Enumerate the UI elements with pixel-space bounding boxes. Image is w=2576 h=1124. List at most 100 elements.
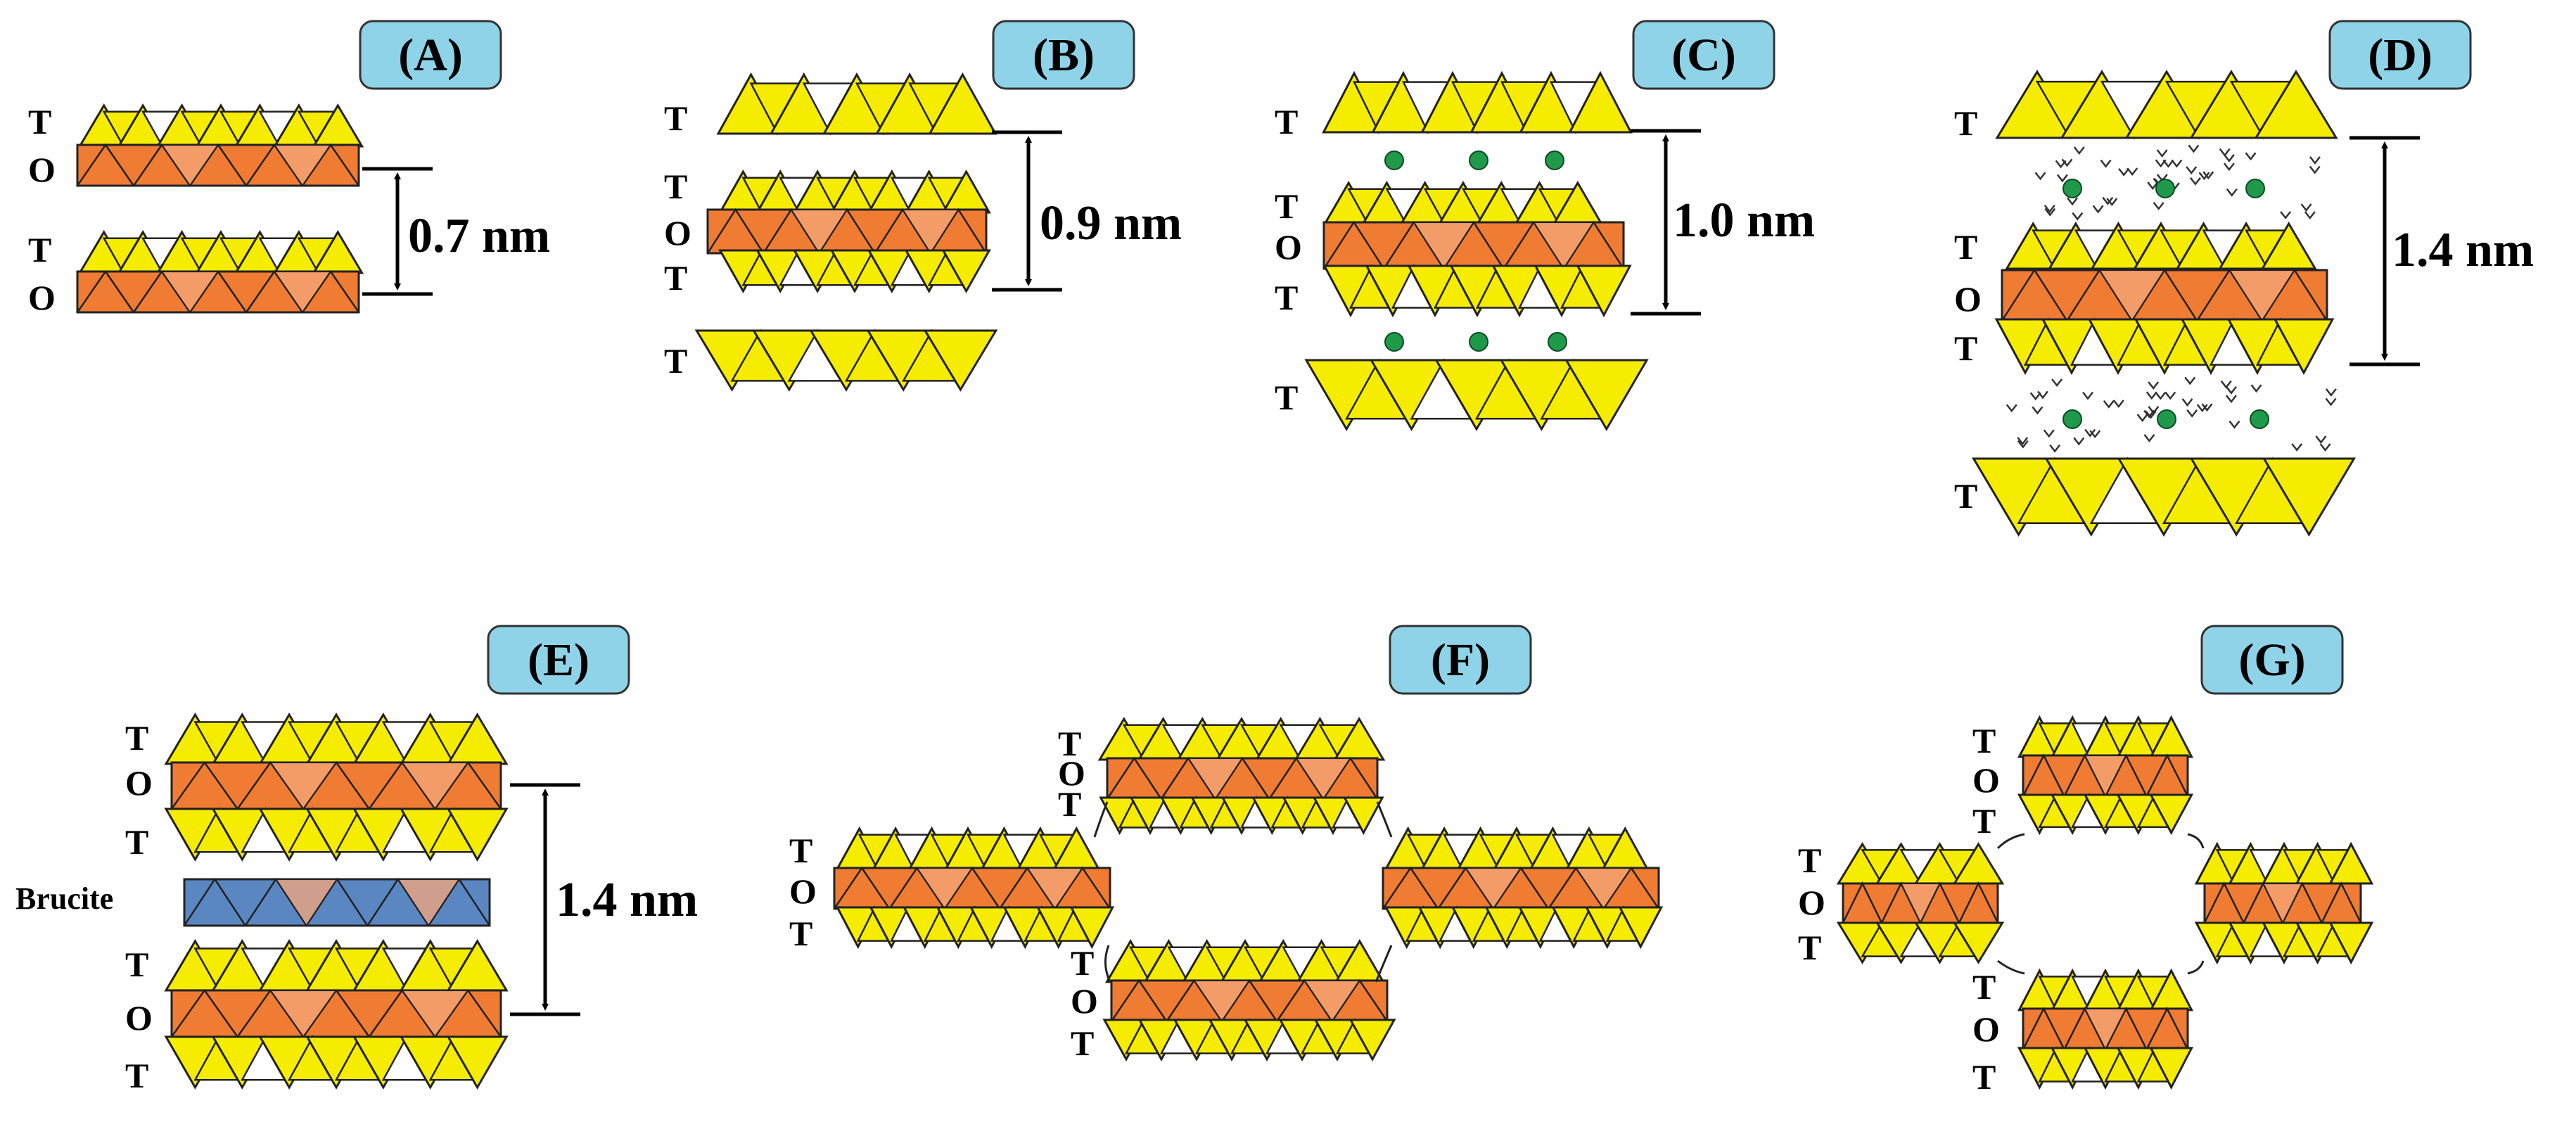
interlayer-cation <box>1384 151 1404 170</box>
row-label: T <box>1071 1023 1094 1063</box>
tetrahedral-sheet <box>718 248 991 294</box>
tetrahedral-sheet <box>2005 222 2317 271</box>
svg-text:(A): (A) <box>398 30 463 81</box>
panel-label-a: (A) <box>359 20 502 90</box>
row-label: T <box>1798 841 1821 880</box>
interlayer-cation <box>2062 179 2082 198</box>
row-label: O <box>1972 760 2000 800</box>
spacing-label: 1.4 nm <box>556 873 698 927</box>
tetrahedral-sheet <box>1099 796 1384 836</box>
octahedral-sheet <box>2022 753 2189 798</box>
panel-label-g: (G) <box>2200 625 2344 695</box>
octahedral-sheet <box>1106 756 1379 800</box>
octahedral-sheet <box>2203 881 2362 925</box>
tetrahedral-sheet <box>77 230 364 275</box>
interlayer-water <box>2006 376 2337 453</box>
pore-outline <box>1996 833 2205 975</box>
panel-label-e: (E) <box>487 625 630 695</box>
row-label: O <box>664 213 691 253</box>
panel-g: T O T T O T T O T <box>1798 721 2000 1097</box>
tetrahedral-sheet <box>1384 826 1650 871</box>
row-label: T <box>1954 328 1977 368</box>
panel-label-c: (C) <box>1632 20 1775 90</box>
row-label: O <box>28 150 56 189</box>
panel-e: T O T Brucite T O T 1.4 nm <box>15 718 698 1095</box>
sheet-junction <box>1376 801 1393 838</box>
tetrahedral-sheet <box>694 328 998 392</box>
interlayer-cation <box>2062 409 2082 429</box>
tetrahedral-sheet <box>1836 842 2005 886</box>
octahedral-sheet <box>833 866 1111 910</box>
tetrahedral-sheet <box>1994 317 2335 376</box>
row-label: T <box>125 945 148 984</box>
spacing-label: 1.4 nm <box>2392 223 2534 277</box>
layer-graphics <box>76 70 2374 1090</box>
row-label: T <box>1954 227 1977 267</box>
row-label: T <box>1972 1057 1996 1097</box>
tetrahedral-sheet <box>2017 968 2194 1012</box>
spacing-label: 1.0 nm <box>1673 193 1815 248</box>
tetrahedral-sheet <box>1971 456 2357 537</box>
panel-c: T T O T T 1.0 nm <box>1275 102 1815 417</box>
spacing-label: 0.7 nm <box>408 209 550 263</box>
tetrahedral-sheet <box>2194 841 2374 886</box>
row-label: T <box>1972 967 1996 1007</box>
svg-text:(G): (G) <box>2238 634 2305 686</box>
interlayer-cation <box>1469 332 1488 352</box>
tetrahedral-sheet <box>2194 921 2374 965</box>
row-label: O <box>1071 981 1098 1021</box>
panel-b: T T O T T 0.9 nm <box>664 98 1182 381</box>
row-label: T <box>1058 784 1081 824</box>
row-label: T <box>664 98 687 138</box>
sheet-junction <box>1093 801 1109 838</box>
interlayer-water <box>2034 144 2321 221</box>
panel-label-d: (D) <box>2328 20 2472 90</box>
tetrahedral-sheet <box>835 826 1101 871</box>
tetrahedral-sheet <box>1995 70 2338 140</box>
row-label: O <box>1275 227 1302 267</box>
tetrahedral-sheet <box>77 103 364 148</box>
interlayer-cation <box>1469 151 1488 170</box>
tetrahedral-sheet <box>1102 1018 1396 1062</box>
spacing-label: 0.9 nm <box>1040 196 1182 250</box>
panel-f: T O T T O T T O T <box>789 724 1098 1063</box>
row-label: T <box>664 167 687 206</box>
tetrahedral-sheet <box>1097 717 1386 762</box>
tetrahedral-sheet <box>718 169 991 215</box>
tetrahedral-sheet <box>1322 181 1604 226</box>
row-label: T <box>1275 278 1298 317</box>
octahedral-sheet <box>1322 220 1625 270</box>
row-label: T <box>664 258 687 298</box>
row-label: O <box>125 998 153 1037</box>
row-label: T <box>1798 928 1821 967</box>
tetrahedral-sheet <box>1304 358 1649 431</box>
row-label: T <box>125 1056 148 1095</box>
row-label: T <box>125 822 148 862</box>
svg-text:(E): (E) <box>528 634 589 686</box>
octahedral-sheet <box>170 760 502 810</box>
interlayer-cation <box>2157 409 2176 429</box>
tetrahedral-sheet <box>1384 905 1664 950</box>
tetrahedral-sheet <box>1322 264 1632 318</box>
row-label: T <box>1954 103 1977 143</box>
row-label: T <box>1058 724 1081 763</box>
row-label: T <box>1972 721 1996 760</box>
tetrahedral-sheet <box>716 72 997 136</box>
interlayer-cation <box>1384 332 1404 352</box>
octahedral-sheet <box>1382 866 1660 910</box>
octahedral-sheet <box>1842 881 1999 925</box>
tetrahedral-sheet <box>164 939 509 992</box>
octahedral-sheet <box>2001 268 2328 322</box>
tetrahedral-sheet <box>164 713 509 766</box>
interlayer-cation <box>2250 409 2269 429</box>
interlayer-cation <box>1548 332 1567 352</box>
octahedral-sheet <box>76 143 360 187</box>
row-label: T <box>1275 186 1298 226</box>
brucite-sheet <box>183 877 491 927</box>
row-label: T <box>789 831 812 870</box>
row-label: T <box>664 341 687 381</box>
svg-text:(B): (B) <box>1033 30 1095 81</box>
row-label: O <box>28 278 56 317</box>
sheet-junction <box>1375 945 1393 983</box>
